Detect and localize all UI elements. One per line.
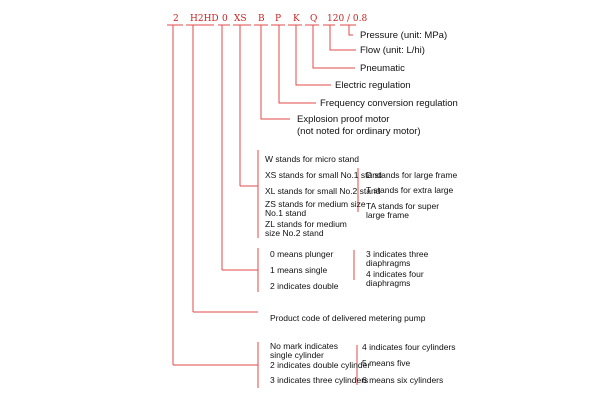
pump-four-line1: 4 indicates four xyxy=(366,269,424,279)
pump-three-line2: diaphragms xyxy=(366,258,410,268)
code-electric: K xyxy=(293,14,300,24)
stand-d: D stands for large frame xyxy=(366,170,457,180)
pump-single: 1 means single xyxy=(270,265,327,275)
product-code: Product code of delivered metering pump xyxy=(270,313,426,323)
code-pump-head: 0 xyxy=(222,14,228,24)
leader-pneumatic xyxy=(312,25,355,69)
code-series: 2 xyxy=(173,14,179,24)
stand-xl: XL stands for small No.2 stand xyxy=(265,186,381,196)
cyl-six: 6 means six cylinders xyxy=(362,375,443,385)
label-flow: Flow (unit: L/hi) xyxy=(360,45,425,56)
label-explosion-line2: (not noted for ordinary motor) xyxy=(297,126,421,137)
leader-explosion xyxy=(260,25,290,120)
label-frequency: Frequency conversion regulation xyxy=(320,98,458,109)
leader-frequency xyxy=(278,25,316,104)
pump-plunger: 0 means plunger xyxy=(270,249,333,259)
cyl-nomark-line2: single cylinder xyxy=(270,350,324,360)
stand-t: T stands for extra large xyxy=(366,185,454,195)
cyl-nomark-line1: No mark indicates xyxy=(270,341,338,351)
stand-zl-line2: size No.2 stand xyxy=(265,228,324,238)
stand-zs-line2: No.1 stand xyxy=(265,208,306,218)
pump-double: 2 indicates double xyxy=(270,281,339,291)
stand-zl-line1: ZL stands for medium xyxy=(265,219,347,229)
cyl-four: 4 indicates four cylinders xyxy=(362,342,456,352)
stand-ta-line2: large frame xyxy=(366,210,409,220)
stand-zs-line1: ZS stands for medium size xyxy=(265,199,366,209)
stand-xs: XS stands for small No.1 stand xyxy=(265,170,382,180)
label-pneumatic: Pneumatic xyxy=(360,63,405,74)
label-pressure: Pressure (unit: MPa) xyxy=(360,30,447,41)
cyl-double: 2 indicates double cylinder xyxy=(270,360,370,370)
code-pneumatic: Q xyxy=(310,14,317,24)
code-explosion: B xyxy=(258,14,265,24)
code-frequency: P xyxy=(275,14,281,24)
stand-w: W stands for micro stand xyxy=(265,154,359,164)
pump-four-line2: diaphragms xyxy=(366,278,410,288)
code-stand: XS xyxy=(234,14,247,24)
leader-pressure xyxy=(348,25,353,36)
code-flow-pressure: 120 / 0.8 xyxy=(327,14,368,24)
label-electric: Electric regulation xyxy=(335,80,411,91)
code-type: H2HD xyxy=(190,14,219,24)
cyl-three: 3 indicates three cylinders xyxy=(270,375,368,385)
leader-flow xyxy=(329,25,356,51)
leader-electric xyxy=(295,25,331,86)
cyl-five: 5 means five xyxy=(362,358,410,368)
pump-three-line1: 3 indicates three xyxy=(366,249,429,259)
stand-ta-line1: TA stands for super xyxy=(366,201,439,211)
label-explosion-line1: Explosion proof motor xyxy=(297,114,389,125)
